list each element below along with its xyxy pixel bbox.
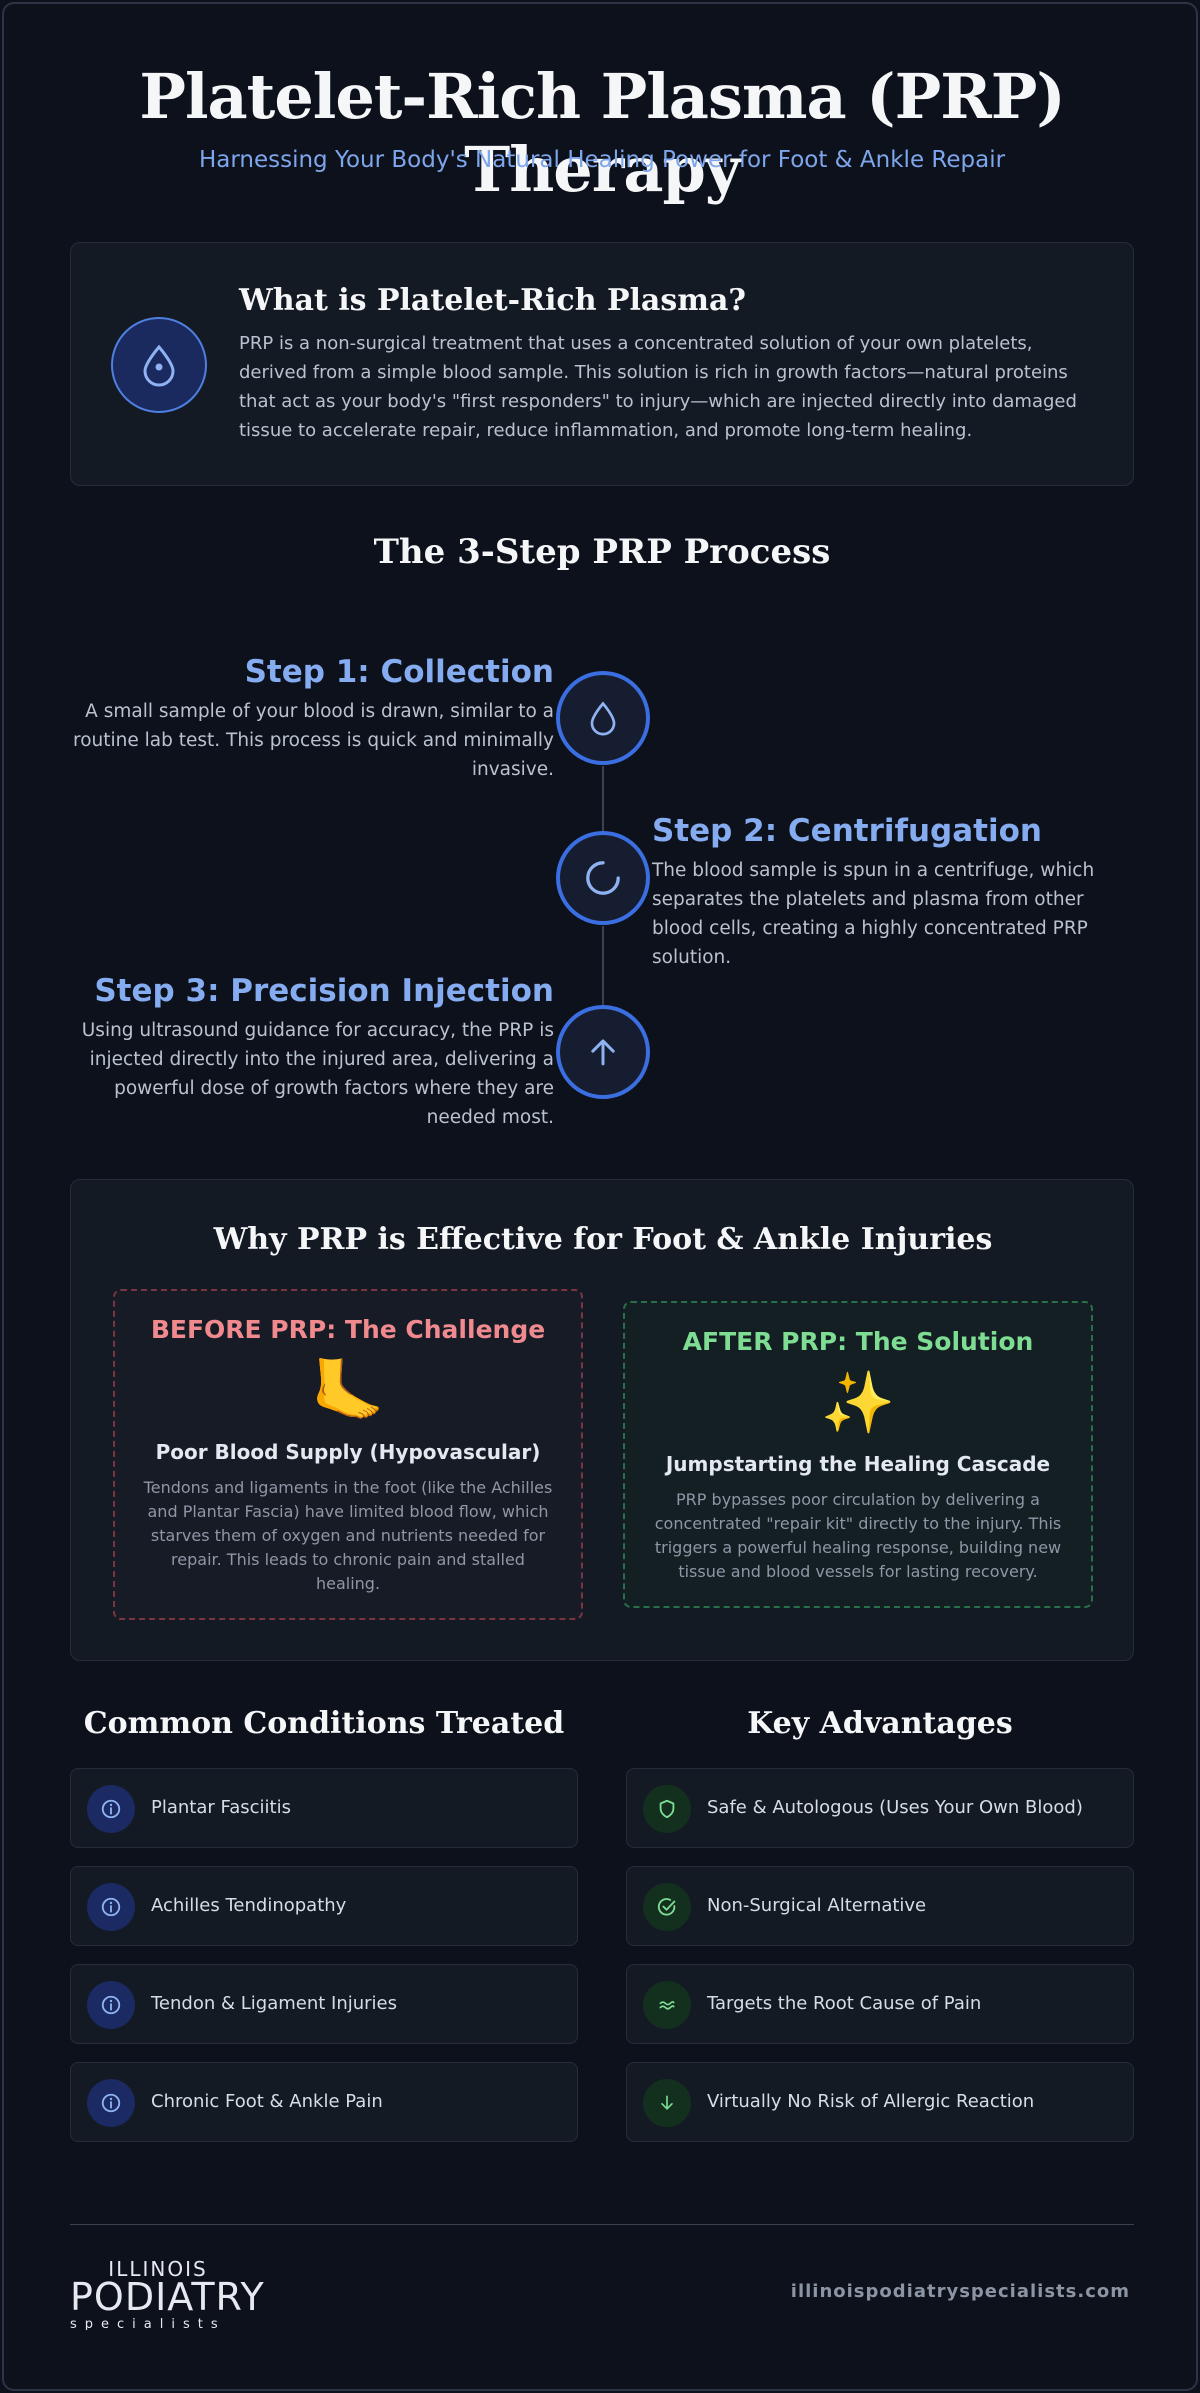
why-effective-card: Why PRP is Effective for Foot & Ankle In… bbox=[70, 1179, 1134, 1661]
advantage-label: Non-Surgical Alternative bbox=[707, 1895, 927, 1916]
info-icon bbox=[87, 1883, 135, 1931]
condition-label: Achilles Tendinopathy bbox=[151, 1895, 347, 1916]
step-3-title: Step 3: Precision Injection bbox=[94, 973, 554, 1009]
info-icon bbox=[87, 1785, 135, 1833]
condition-item: Tendon & Ligament Injuries bbox=[70, 1964, 578, 2044]
arrow-down-icon bbox=[643, 2079, 691, 2127]
before-heading: Poor Blood Supply (Hypovascular) bbox=[155, 1440, 541, 1464]
advantage-item: Virtually No Risk of Allergic Reaction bbox=[626, 2062, 1134, 2142]
condition-item: Achilles Tendinopathy bbox=[70, 1866, 578, 1946]
timeline-connector bbox=[602, 926, 604, 1006]
condition-label: Plantar Fasciitis bbox=[151, 1797, 291, 1818]
before-prp-box: BEFORE PRP: The Challenge 🦶 Poor Blood S… bbox=[113, 1289, 583, 1620]
step-1-text: A small sample of your blood is drawn, s… bbox=[73, 701, 554, 780]
blood-drop-icon bbox=[111, 317, 207, 413]
page-title: Platelet-Rich Plasma (PRP) Therapy bbox=[139, 60, 1065, 206]
footer-divider bbox=[70, 2224, 1134, 2225]
after-title: AFTER PRP: The Solution bbox=[682, 1327, 1034, 1356]
intro-heading: What is Platelet-Rich Plasma? bbox=[239, 283, 746, 318]
advantage-item: Targets the Root Cause of Pain bbox=[626, 1964, 1134, 2044]
info-icon bbox=[87, 1981, 135, 2029]
advantage-label: Virtually No Risk of Allergic Reaction bbox=[707, 2091, 1035, 2112]
shield-icon bbox=[643, 1785, 691, 1833]
arrow-up-icon bbox=[556, 1005, 650, 1099]
condition-item: Plantar Fasciitis bbox=[70, 1768, 578, 1848]
intro-body: PRP is a non-surgical treatment that use… bbox=[239, 333, 1077, 441]
before-title: BEFORE PRP: The Challenge bbox=[150, 1315, 546, 1344]
step-2-text: The blood sample is spun in a centrifuge… bbox=[652, 860, 1095, 968]
logo-bottom-text: specialists bbox=[70, 2317, 226, 2330]
spinner-icon bbox=[556, 831, 650, 925]
before-text: Tendons and ligaments in the foot (like … bbox=[143, 1478, 553, 1593]
advantage-item: Non-Surgical Alternative bbox=[626, 1866, 1134, 1946]
why-heading: Why PRP is Effective for Foot & Ankle In… bbox=[213, 1222, 993, 1257]
process-heading: The 3-Step PRP Process bbox=[373, 532, 831, 572]
sparkles-icon: ✨ bbox=[820, 1368, 896, 1438]
advantage-label: Targets the Root Cause of Pain bbox=[707, 1993, 982, 2014]
foot-icon: 🦶 bbox=[310, 1356, 386, 1426]
condition-item: Chronic Foot & Ankle Pain bbox=[70, 2062, 578, 2142]
intro-card: What is Platelet-Rich Plasma? PRP is a n… bbox=[70, 242, 1134, 486]
logo-main-text: PODIATRY bbox=[70, 2275, 265, 2319]
waves-icon bbox=[643, 1981, 691, 2029]
advantage-label: Safe & Autologous (Uses Your Own Blood) bbox=[707, 1797, 1083, 1818]
after-heading: Jumpstarting the Healing Cascade bbox=[665, 1452, 1051, 1476]
conditions-heading: Common Conditions Treated bbox=[83, 1706, 565, 1741]
step-1-title: Step 1: Collection bbox=[244, 654, 554, 690]
logo-top-text: ILLINOIS bbox=[108, 2257, 207, 2281]
advantage-item: Safe & Autologous (Uses Your Own Blood) bbox=[626, 1768, 1134, 1848]
page-subtitle: Harnessing Your Body's Natural Healing P… bbox=[198, 147, 1006, 173]
condition-label: Tendon & Ligament Injuries bbox=[151, 1993, 398, 2014]
advantages-heading: Key Advantages bbox=[747, 1706, 1013, 1741]
company-logo: ILLINOIS PODIATRY specialists bbox=[70, 2256, 280, 2332]
check-circle-icon bbox=[643, 1883, 691, 1931]
website-link[interactable]: illinoispodiatryspecialists.com bbox=[790, 2281, 1130, 2302]
step-2-title: Step 2: Centrifugation bbox=[652, 813, 1042, 849]
blood-drop-icon bbox=[556, 671, 650, 765]
info-icon bbox=[87, 2079, 135, 2127]
after-text: PRP bypasses poor circulation by deliver… bbox=[654, 1490, 1062, 1581]
timeline-connector bbox=[602, 766, 604, 832]
after-prp-box: AFTER PRP: The Solution ✨ Jumpstarting t… bbox=[623, 1301, 1093, 1608]
condition-label: Chronic Foot & Ankle Pain bbox=[151, 2091, 383, 2112]
step-3-text: Using ultrasound guidance for accuracy, … bbox=[81, 1020, 554, 1128]
